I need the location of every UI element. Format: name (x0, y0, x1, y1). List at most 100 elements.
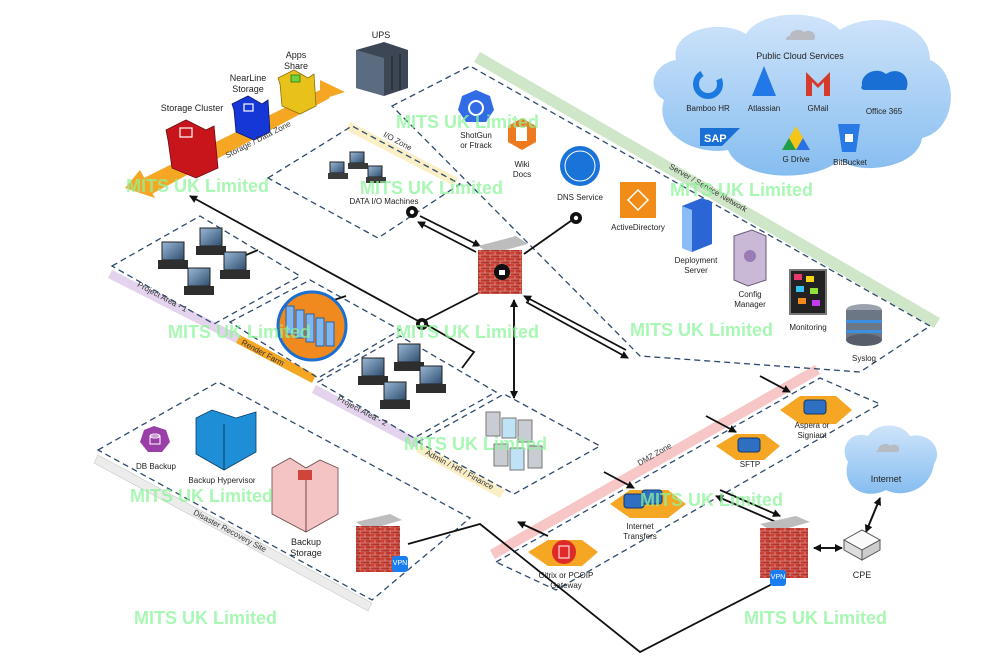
config-manager-icon (733, 229, 767, 287)
link-fw-to-dmz-a (525, 301, 629, 359)
link-fw-to-storage (189, 195, 421, 323)
data-io-machines-icon (328, 151, 386, 183)
internet-label: Internet (870, 474, 902, 484)
deployment-label-2: Server (684, 266, 708, 275)
project-area-2-workstations-icon (358, 343, 446, 409)
dns-icon (560, 146, 600, 186)
db-backup-icon (140, 426, 170, 452)
dr-vpn-badge: VPN (392, 556, 408, 572)
cloud-service-bamboo: Bamboo HR (686, 104, 730, 113)
zone-bands (93, 52, 940, 612)
io-zone-outline (266, 125, 462, 239)
link-io-to-fw-b (417, 221, 477, 253)
syslog-icon (846, 304, 882, 346)
edge-firewall-icon (760, 516, 810, 578)
cloud-service-gdrive: G Drive (782, 155, 810, 164)
link-fw-to-dmz-b (523, 295, 627, 351)
deployment-label-1: Deployment (674, 256, 718, 265)
admin-zone-outline (416, 393, 602, 495)
dns-label: DNS Service (557, 193, 603, 202)
dmz-zone-band (490, 365, 820, 559)
apps-share-icon (277, 69, 317, 115)
syslog-label: Syslog (851, 354, 877, 363)
lock-nodes (406, 206, 582, 330)
project2-zone-outline (316, 335, 498, 439)
shotgun-label-1: ShotGun (460, 131, 492, 140)
backup-hypervisor-icon (195, 409, 257, 471)
cpe-icon (842, 529, 882, 561)
atlassian-icon (752, 66, 776, 96)
config-label-1: Config (738, 290, 762, 299)
monitoring-icon (789, 269, 827, 315)
link-fw-to-dns (523, 217, 576, 255)
cloud-service-office365: Office 365 (865, 107, 903, 116)
edge-vpn-badge: VPN (770, 570, 786, 586)
admin-zone-band (416, 444, 505, 498)
nearline-label-1: NearLine (229, 73, 267, 83)
dmz-zone-outline (494, 377, 882, 591)
nearline-storage-icon (231, 95, 271, 141)
citrix-label-1: Citrix or PCOIP (538, 571, 594, 580)
link-dmz-citrix (517, 521, 549, 537)
core-firewall-icon (478, 236, 528, 294)
citrix-gateway-icon (528, 540, 598, 566)
aspera-label-1: Aspera or (794, 421, 830, 430)
gmail-icon (806, 72, 830, 96)
wiki-label-1: Wiki (514, 160, 530, 169)
link-core-to-project2 (421, 321, 476, 369)
active-directory-icon (620, 182, 656, 218)
link-edge-fw-b (715, 495, 777, 523)
admin-servers-icon (485, 411, 543, 471)
render-zone-outline (228, 279, 402, 379)
cloud-service-atlassian: Atlassian (747, 104, 781, 113)
data-io-label: DATA I/O Machines (349, 197, 419, 206)
shotgun-label-2: or Ftrack (460, 141, 492, 150)
deployment-server-icon (682, 198, 712, 252)
storage-zone-arrow (320, 80, 345, 100)
citrix-label-2: Gateway (550, 581, 582, 590)
link-edge-fw-a (719, 489, 781, 517)
apps-share-label-1: Apps (285, 50, 307, 60)
project2-zone-band (312, 385, 420, 448)
ups-label: UPS (371, 30, 391, 40)
project1-zone-outline (110, 215, 302, 325)
cloud-service-gmail: GMail (807, 104, 829, 113)
aspera-icon (780, 396, 852, 424)
gdrive-icon (782, 126, 810, 150)
internet-cloud (844, 425, 938, 494)
link-io-to-fw-a (419, 215, 481, 247)
storage-zone-arrow-left (125, 170, 155, 198)
backup-storage-label-2: Storage (290, 548, 322, 558)
cpe-label: CPE (852, 570, 872, 580)
svg-text:SAP: SAP (704, 133, 727, 145)
internet-transfers-icon (610, 489, 686, 518)
backup-hypervisor-label: Backup Hypervisor (188, 476, 256, 485)
link-dmz-sftp (705, 415, 737, 433)
apps-share-label-2: Share (283, 61, 309, 71)
dr-firewall-icon (356, 514, 402, 572)
cloud-service-bitbucket: BitBucket (833, 158, 867, 167)
config-label-2: Manager (734, 300, 766, 309)
storage-cluster-icon (165, 119, 219, 179)
link-vpn-tunnel (407, 523, 781, 654)
shotgun-icon (458, 90, 494, 122)
backup-storage-icon (271, 457, 339, 533)
link-dmz-transfers (603, 471, 635, 489)
zone-outlines (96, 65, 932, 601)
monitoring-label: Monitoring (789, 323, 827, 332)
bamboo-hr-icon (693, 69, 723, 99)
wiki-label-2: Docs (512, 170, 532, 179)
link-dmz-aspera (759, 375, 791, 393)
render-zone-band (236, 335, 316, 383)
ups-icon (356, 42, 408, 96)
sftp-icon (716, 434, 780, 460)
internet-transfers-label-1: Internet (626, 522, 654, 531)
dr-zone-outline (96, 381, 472, 601)
ad-label: ActiveDirectory (611, 223, 665, 232)
wiki-docs-icon (508, 118, 536, 150)
dr-zone-band (93, 454, 373, 612)
connections (189, 195, 882, 654)
sap-icon: SAP (700, 128, 740, 146)
nearline-label-2: Storage (232, 84, 264, 94)
